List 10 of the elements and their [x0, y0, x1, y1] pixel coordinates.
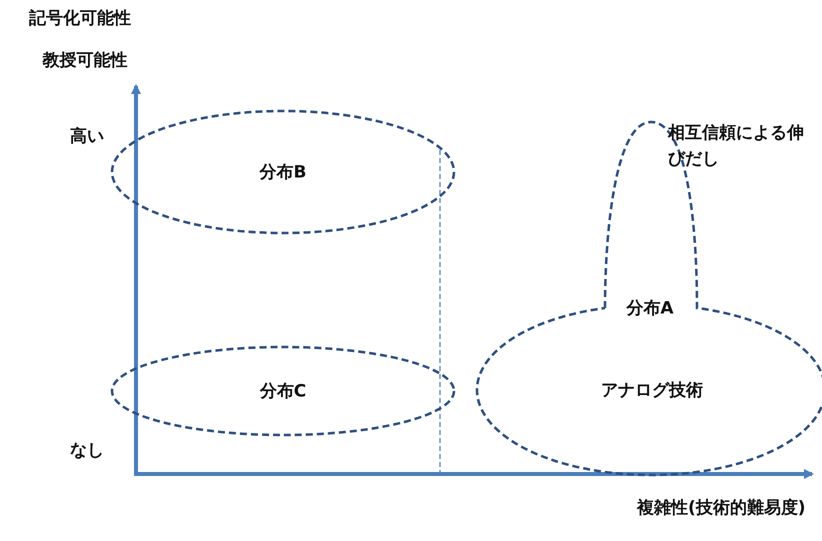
axis-title: 記号化可能性: [29, 8, 131, 30]
axis-tick-label: なし: [70, 440, 104, 462]
axis-title: 教授可能性: [42, 50, 128, 72]
node-label: アナログ技術: [601, 380, 703, 402]
axis-title: 複雑性(技術的難易度): [637, 497, 807, 520]
annotation-text: 相互信頼による伸びだし: [668, 122, 805, 171]
node-label: 分布B: [260, 162, 306, 184]
axis-tick-label: 高い: [70, 126, 104, 148]
node-label: 分布A: [626, 298, 674, 320]
node-label: 分布C: [260, 380, 306, 402]
